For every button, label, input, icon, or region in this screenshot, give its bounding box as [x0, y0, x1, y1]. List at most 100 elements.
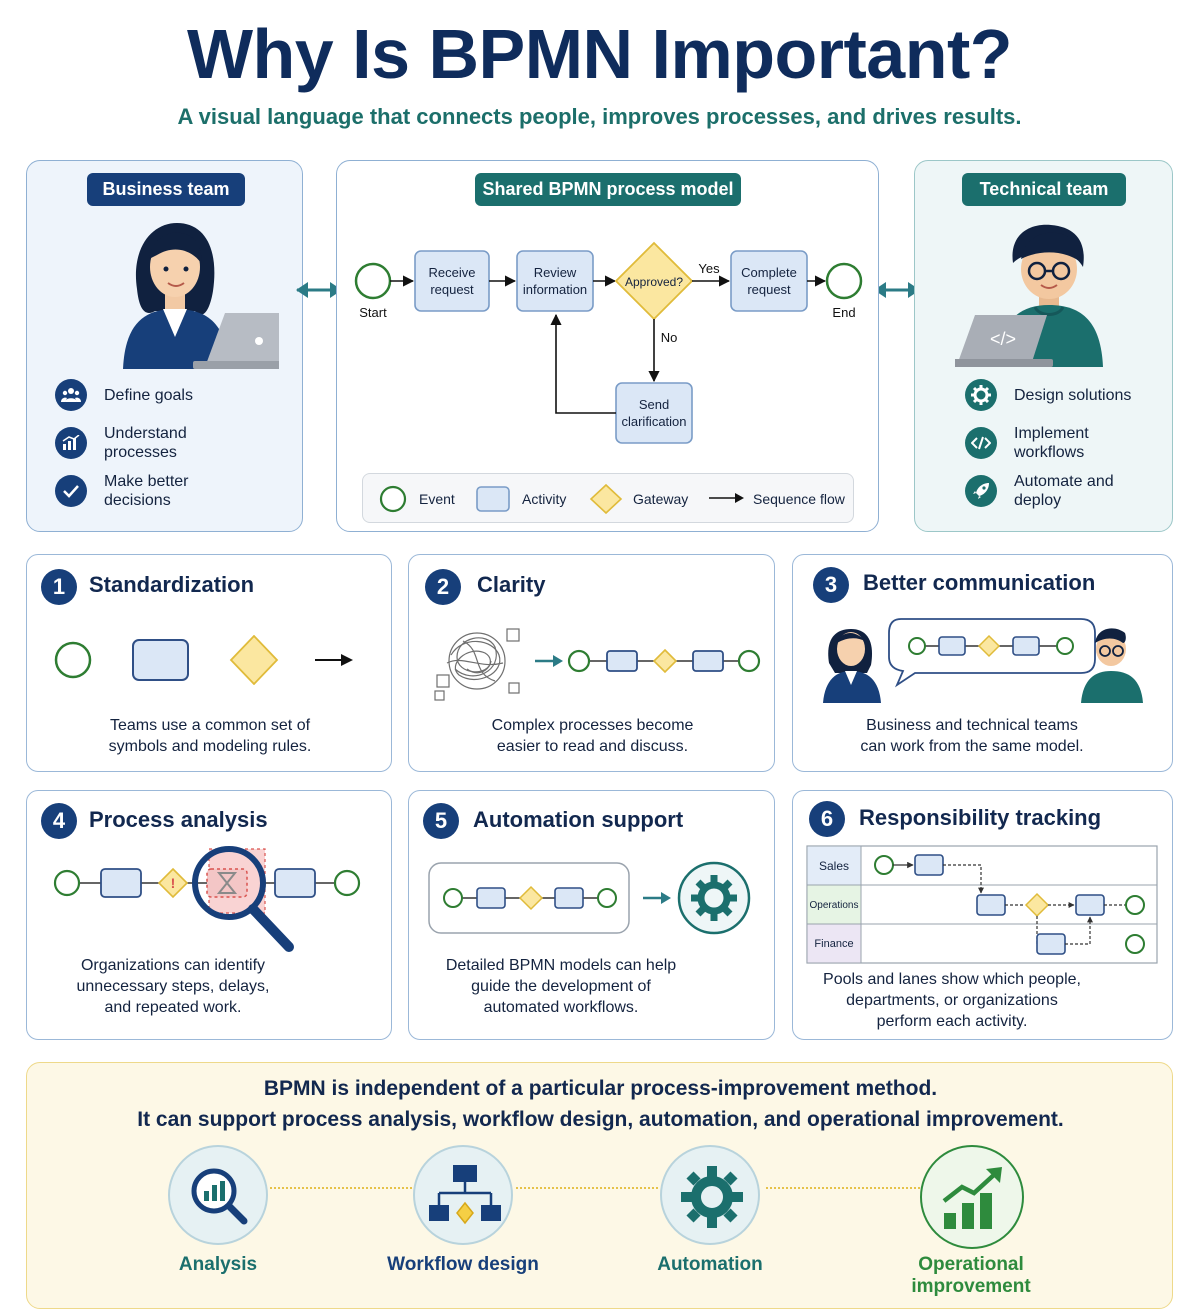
swimlane-diagram: Sales Operations Finance — [806, 845, 1158, 964]
business-team-label: Business team — [87, 173, 245, 206]
gear-icon — [691, 875, 737, 921]
review-information-task — [516, 250, 594, 312]
businesswoman-illustration — [123, 223, 279, 369]
page-title: Why Is BPMN Important? — [186, 15, 1013, 93]
automation-label: Automation — [657, 1254, 763, 1275]
lane-operations: Operations — [810, 900, 859, 911]
svg-text:Approved?: Approved? — [625, 275, 683, 289]
bpmn-legend: Event Activity Gateway Sequence flow — [362, 473, 854, 523]
business-team-panel: Business team Define goals Understand pr… — [26, 160, 303, 532]
lane-sales: Sales — [819, 859, 849, 873]
gear-icon — [965, 379, 997, 411]
start-event — [354, 262, 392, 300]
legend-sequence-label: Sequence flow — [753, 491, 845, 507]
technical-item-design-solutions: Design solutions — [965, 379, 1154, 411]
workflow-design-circle — [413, 1145, 513, 1245]
banner-line-1: BPMN is independent of a particular proc… — [263, 1077, 938, 1100]
card-title: Responsibility tracking — [859, 805, 1102, 830]
card-number: 3 — [813, 567, 849, 603]
card-title: Clarity — [477, 572, 546, 597]
legend-gateway-label: Gateway — [633, 491, 689, 507]
card-title: Standardization — [89, 572, 255, 597]
lane-finance: Finance — [814, 938, 853, 950]
bpmn-process-diagram: Start End Receive request Review informa… — [354, 241, 863, 444]
banner-line-2: It can support process analysis, workflo… — [137, 1108, 1064, 1131]
card-responsibility-tracking: 6 Responsibility tracking Sales Operatio… — [792, 790, 1173, 1040]
technical-team-panel: Technical team </> Design solutions Impl… — [914, 160, 1173, 532]
receive-request-task — [414, 250, 490, 312]
card-number: 4 — [41, 803, 77, 839]
legend-activity-symbol — [476, 486, 510, 512]
end-event — [825, 262, 863, 300]
connector-line — [270, 1187, 412, 1189]
analysis-circle — [168, 1145, 268, 1245]
svg-text:Review: Review — [534, 265, 577, 280]
card-automation-support: 5 Automation support Detailed BPMN model… — [408, 790, 775, 1040]
check-icon — [55, 475, 87, 507]
business-item-understand-processes: Understand processes — [55, 424, 244, 462]
operational-improvement-circle — [920, 1145, 1024, 1249]
businesswoman-icon — [823, 629, 881, 703]
legend-event-label: Event — [419, 491, 455, 507]
svg-text:request: request — [430, 282, 474, 297]
card-number: 5 — [423, 803, 459, 839]
complex-to-simple-illustration — [434, 628, 761, 701]
team-communication-illustration — [823, 618, 1143, 703]
technical-team-label: Technical team — [962, 173, 1126, 206]
legend-activity-label: Activity — [522, 491, 567, 507]
operational-improvement-label: Operational improvement — [911, 1254, 1031, 1297]
growth-chart-icon — [942, 1167, 1002, 1229]
svg-text:</>: </> — [990, 329, 1016, 349]
workflow-design-label: Workflow design — [387, 1254, 539, 1275]
card-better-communication: 3 Better communication Business and tech… — [792, 554, 1173, 772]
yes-label: Yes — [698, 261, 720, 276]
magnifier-icon — [192, 846, 294, 952]
business-item-make-better-decisions: Make better decisions — [55, 472, 244, 510]
users-icon — [55, 379, 87, 411]
card-standardization: 1 Standardization Teams use a common set… — [26, 554, 392, 772]
tangled-process-icon — [434, 628, 520, 701]
connector-line — [766, 1187, 920, 1189]
legend-event-symbol — [379, 485, 407, 513]
legend-gateway-symbol — [589, 483, 623, 515]
shared-model-panel: Shared BPMN process model Start End Rece… — [336, 160, 879, 532]
code-icon — [965, 427, 997, 459]
automation-circle — [660, 1145, 760, 1245]
card-number: 1 — [41, 569, 77, 605]
start-label: Start — [359, 305, 387, 320]
analysis-label: Analysis — [178, 1254, 258, 1275]
svg-text:Complete: Complete — [741, 265, 797, 280]
technical-item-automate-deploy: Automate and deploy — [965, 472, 1154, 510]
card-title: Automation support — [473, 807, 684, 832]
card-description: Pools and lanes show which people,depart… — [823, 971, 1081, 1030]
card-title: Better communication — [863, 570, 1096, 595]
no-label: No — [661, 330, 678, 345]
rocket-icon — [965, 475, 997, 507]
legend-sequence-arrow-icon — [709, 493, 744, 503]
connector-line — [516, 1187, 658, 1189]
svg-text:request: request — [747, 282, 791, 297]
svg-text:!: ! — [171, 875, 176, 891]
svg-text:information: information — [523, 282, 587, 297]
bpmn-symbols-illustration — [54, 635, 353, 685]
send-clarification-task — [615, 382, 693, 444]
workflow-icon — [429, 1165, 501, 1225]
card-number: 2 — [425, 569, 461, 605]
end-label: End — [832, 305, 855, 320]
developer-illustration: </> — [955, 224, 1103, 367]
svg-text:Receive: Receive — [429, 265, 476, 280]
page-subtitle: A visual language that connects people, … — [177, 104, 1022, 129]
gear-icon — [681, 1166, 743, 1228]
analysis-icon — [191, 1168, 248, 1225]
automation-illustration — [428, 861, 751, 935]
bar-chart-icon — [55, 427, 87, 459]
card-process-analysis: 4 Process analysis ! Organizations can i… — [26, 790, 392, 1040]
svg-text:clarification: clarification — [621, 414, 686, 429]
card-number: 6 — [809, 801, 845, 837]
